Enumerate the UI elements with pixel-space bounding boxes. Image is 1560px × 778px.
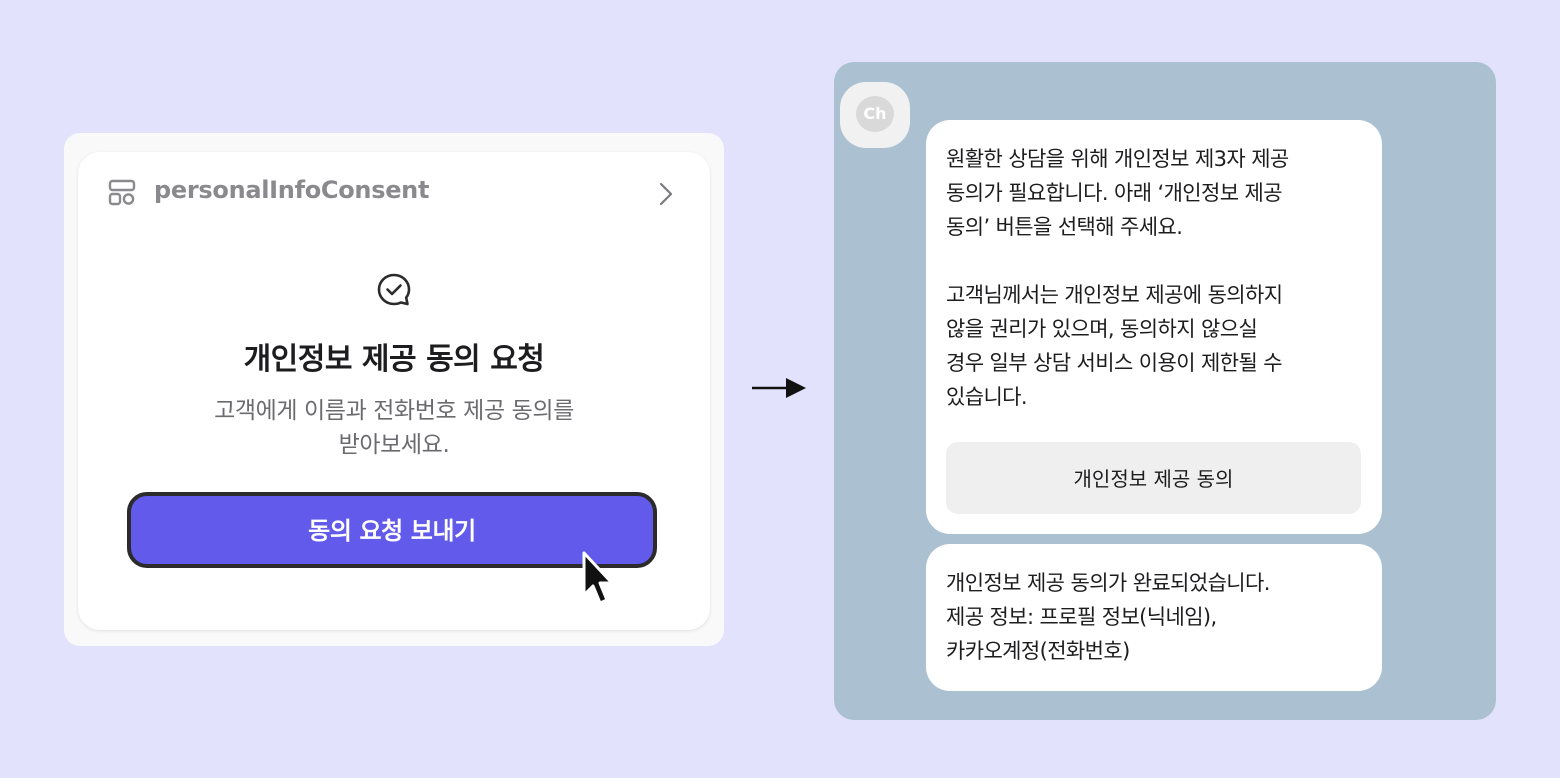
consent-request-card: personalInfoConsent 개인정보 제공 동의 요청 고객에게 이…: [78, 152, 710, 630]
chat-bubble-consent-complete: 개인정보 제공 동의가 완료되었습니다. 제공 정보: 프로필 정보(닉네임),…: [926, 544, 1382, 691]
card-header-title: personalInfoConsent: [154, 176, 430, 204]
layout-icon: [108, 179, 136, 206]
chat-bubble-consent-request: 원활한 상담을 위해 개인정보 제3자 제공 동의가 필요합니다. 아래 ‘개인…: [926, 120, 1382, 534]
chat-bubble-text: 원활한 상담을 위해 개인정보 제3자 제공 동의가 필요합니다. 아래 ‘개인…: [946, 147, 1289, 409]
mouse-cursor-icon: [582, 551, 614, 605]
arrow-right-icon: [752, 378, 806, 398]
card-header[interactable]: personalInfoConsent: [78, 152, 710, 232]
chat-check-icon: [377, 273, 411, 306]
channel-avatar-label: Ch: [856, 96, 894, 132]
consent-agree-button[interactable]: 개인정보 제공 동의: [946, 442, 1361, 514]
card-title: 개인정보 제공 동의 요청: [243, 342, 545, 377]
chat-panel: Ch 원활한 상담을 위해 개인정보 제3자 제공 동의가 필요합니다. 아래 …: [834, 62, 1496, 720]
card-description: 고객에게 이름과 전화번호 제공 동의를 받아보세요.: [164, 394, 624, 462]
card-description-line-2: 받아보세요.: [338, 432, 450, 458]
chevron-right-icon[interactable]: [656, 180, 676, 208]
send-consent-request-button[interactable]: 동의 요청 보내기: [127, 492, 657, 568]
card-description-line-1: 고객에게 이름과 전화번호 제공 동의를: [214, 398, 574, 424]
channel-avatar: Ch: [840, 82, 910, 148]
chat-bubble-text: 개인정보 제공 동의가 완료되었습니다. 제공 정보: 프로필 정보(닉네임),…: [946, 571, 1270, 663]
